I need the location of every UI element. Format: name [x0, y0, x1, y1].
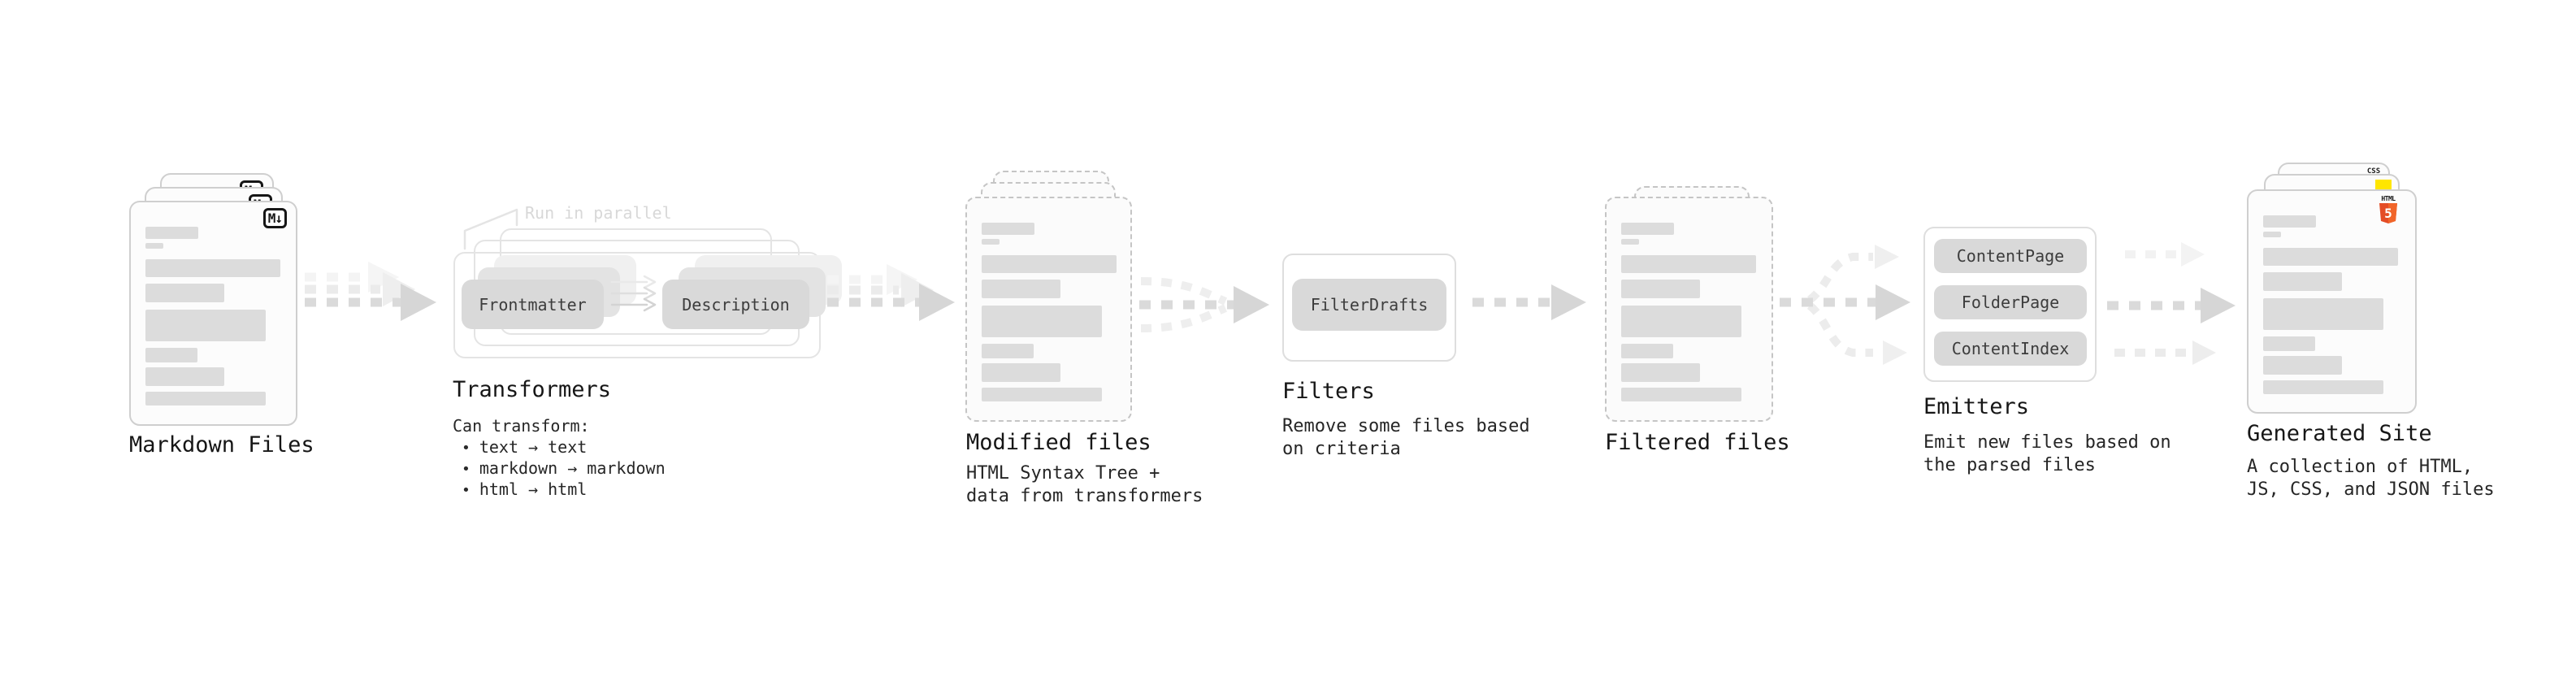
placeholder-bar	[145, 243, 163, 249]
generated-site-description: A collection of HTML, JS, CSS, and JSON …	[2247, 456, 2495, 501]
placeholder-bar	[1621, 255, 1756, 273]
html5-icon-word: HTML	[2381, 195, 2396, 202]
doc-text-placeholder	[1621, 223, 1756, 401]
placeholder-bar	[2263, 380, 2383, 394]
markdown-doc-front: M↓	[129, 201, 297, 426]
bullet-item: text → text	[462, 437, 666, 458]
description-line: Remove some files based	[1282, 416, 1530, 436]
placeholder-bar	[982, 363, 1060, 382]
doc-text-placeholder	[982, 223, 1117, 401]
placeholder-bar	[145, 367, 224, 386]
html5-shield-right	[2388, 203, 2397, 223]
run-in-parallel-note: Run in parallel	[525, 203, 672, 223]
css-icon-text: CSS	[2366, 167, 2381, 176]
placeholder-bar	[1621, 344, 1673, 358]
filters-label: Filters	[1282, 379, 1375, 404]
placeholder-bar	[145, 259, 280, 277]
placeholder-bar	[2263, 298, 2383, 330]
js-icon	[2375, 180, 2392, 189]
placeholder-bar	[2263, 215, 2316, 228]
placeholder-bar	[145, 284, 224, 302]
generated-doc-html: HTML 5	[2247, 189, 2417, 414]
description-line: the parsed files	[1923, 455, 2096, 475]
description-pill-label: Description	[682, 294, 790, 314]
description-line: data from transformers	[966, 486, 1203, 506]
transformers-note-title: Can transform:	[453, 416, 590, 436]
contentindex-pill: ContentIndex	[1934, 332, 2087, 366]
placeholder-bar	[1621, 239, 1639, 245]
filterdrafts-pill: FilterDrafts	[1292, 279, 1446, 331]
doc-text-placeholder	[2263, 215, 2398, 394]
contentpage-pill: ContentPage	[1934, 239, 2087, 273]
placeholder-bar	[982, 223, 1034, 235]
filters-description: Remove some files based on criteria	[1282, 415, 1530, 461]
placeholder-bar	[982, 344, 1034, 358]
placeholder-bar	[145, 310, 266, 341]
filterdrafts-pill-label: FilterDrafts	[1310, 295, 1429, 314]
placeholder-bar	[2263, 232, 2281, 237]
folderpage-pill-label: FolderPage	[1961, 293, 2060, 312]
placeholder-bar	[982, 255, 1117, 273]
transformers-label: Transformers	[453, 377, 612, 402]
markdown-icon: M↓	[262, 208, 287, 228]
contentpage-pill-label: ContentPage	[1956, 246, 2065, 266]
contentindex-pill-label: ContentIndex	[1951, 339, 2070, 358]
placeholder-bar	[1621, 280, 1700, 298]
description-line: HTML Syntax Tree +	[966, 463, 1160, 484]
bullet-item: markdown → markdown	[462, 458, 666, 479]
placeholder-bar	[2263, 248, 2398, 266]
placeholder-bar	[145, 348, 197, 362]
description-line: on criteria	[1282, 439, 1401, 459]
placeholder-bar	[2263, 272, 2342, 291]
folderpage-pill: FolderPage	[1934, 285, 2087, 319]
arrow-markdown-to-transformers	[305, 262, 436, 321]
placeholder-bar	[2263, 336, 2315, 351]
filtered-doc-front	[1605, 197, 1773, 422]
emitters-label: Emitters	[1923, 394, 2030, 419]
arrow-emitters-to-generated	[2107, 242, 2236, 365]
html5-icon-number: 5	[2384, 206, 2392, 221]
generated-site-label: Generated Site	[2247, 421, 2432, 446]
modified-doc-front	[965, 197, 1132, 422]
description-line: JS, CSS, and JSON files	[2247, 479, 2495, 500]
placeholder-bar	[145, 392, 266, 406]
arrow-modified-to-filters	[1139, 277, 1269, 332]
placeholder-bar	[1621, 363, 1700, 382]
placeholder-bar	[145, 227, 198, 239]
html5-icon: HTML 5	[2378, 194, 2399, 228]
placeholder-bar	[1621, 223, 1674, 235]
placeholder-bar	[982, 239, 1000, 245]
description-line: Emit new files based on	[1923, 432, 2171, 453]
modified-files-description: HTML Syntax Tree + data from transformer…	[966, 462, 1203, 508]
placeholder-bar	[982, 280, 1060, 298]
placeholder-bar	[982, 306, 1102, 337]
placeholder-bar	[982, 388, 1102, 401]
frontmatter-pill-label: Frontmatter	[479, 294, 587, 314]
arrow-filters-to-filtered	[1472, 284, 1586, 320]
emitters-description: Emit new files based on the parsed files	[1923, 432, 2171, 477]
doc-text-placeholder	[145, 227, 280, 406]
placeholder-bar	[1621, 306, 1741, 337]
frontmatter-pill: Frontmatter	[462, 280, 604, 329]
bullet-item: html → html	[462, 479, 666, 501]
transformers-bullet-list: text → text markdown → markdown html → h…	[462, 437, 666, 501]
arrow-filtered-to-emitters	[1780, 245, 1910, 365]
placeholder-bar	[2263, 356, 2342, 375]
description-pill: Description	[662, 280, 809, 329]
description-line: A collection of HTML,	[2247, 457, 2474, 477]
arrow-transformers-to-modified	[827, 264, 955, 321]
placeholder-bar	[1621, 388, 1741, 401]
modified-files-label: Modified files	[966, 430, 1151, 455]
filtered-files-label: Filtered files	[1605, 430, 1790, 455]
markdown-files-label: Markdown Files	[129, 432, 314, 458]
